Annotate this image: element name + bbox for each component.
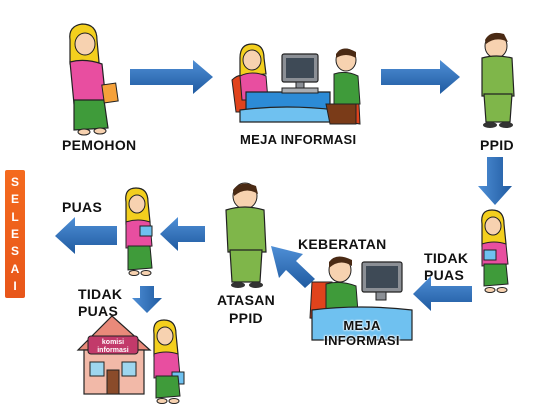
girl-puas [125, 187, 153, 276]
arrow-meja-to-atasan [271, 246, 315, 288]
selesai-letter: E [10, 226, 19, 241]
komisi-informasi-building: komisi informasi [76, 315, 152, 395]
label-puas-left: PUAS [78, 303, 119, 319]
selesai-letter: I [13, 279, 17, 294]
sign-informasi: informasi [97, 347, 129, 354]
label-ppid: PPID [480, 137, 514, 153]
label-ppid-atasan: PPID [229, 310, 263, 326]
selesai-letter: E [10, 192, 19, 207]
selesai-letter: L [11, 209, 19, 224]
label-meja-informasi-bottom: MEJA INFORMASI [314, 318, 410, 348]
ppid-figure [481, 32, 515, 128]
arrow-atasan-to-puas [160, 217, 205, 251]
label-puas-right: PUAS [424, 267, 465, 283]
label-meja-informasi-top: MEJA INFORMASI [240, 132, 357, 147]
pemohon-figure [69, 23, 119, 136]
sign-komisi: komisi [102, 339, 124, 346]
selesai-letter: A [10, 261, 20, 276]
arrow-pemohon-to-meja [130, 60, 213, 94]
label-atasan: ATASAN [216, 292, 276, 308]
label-tidak-right: TIDAK [424, 250, 469, 266]
label-meja-bottom: MEJA [343, 318, 381, 333]
label-tidak-puas-left: TIDAK PUAS [78, 286, 122, 320]
arrow-to-meja-bottom [413, 276, 472, 311]
arrow-to-selesai [55, 217, 117, 254]
label-tidak-left: TIDAK [78, 286, 123, 302]
label-tidak-puas-right: TIDAK PUAS [424, 250, 468, 284]
meja-informasi-bottom-scene [309, 256, 413, 341]
atasan-ppid-figure [225, 182, 267, 288]
arrow-tidak-puas-down [132, 286, 162, 313]
label-pemohon: PEMOHON [62, 137, 137, 153]
arrow-meja-to-ppid [381, 60, 460, 94]
selesai-letter: S [10, 174, 19, 189]
meja-informasi-top-scene [231, 43, 361, 125]
selesai-bar: S E L E S A I [5, 170, 25, 298]
label-puas: PUAS [62, 199, 103, 215]
selesai-letter: S [10, 244, 19, 259]
girl-komisi [153, 319, 185, 404]
label-informasi-bottom: INFORMASI [324, 333, 400, 348]
label-atasan-ppid: ATASAN PPID [214, 291, 278, 327]
label-keberatan: KEBERATAN [298, 236, 387, 252]
girl-tidak-puas-right [481, 209, 509, 293]
arrow-ppid-down [478, 157, 512, 205]
